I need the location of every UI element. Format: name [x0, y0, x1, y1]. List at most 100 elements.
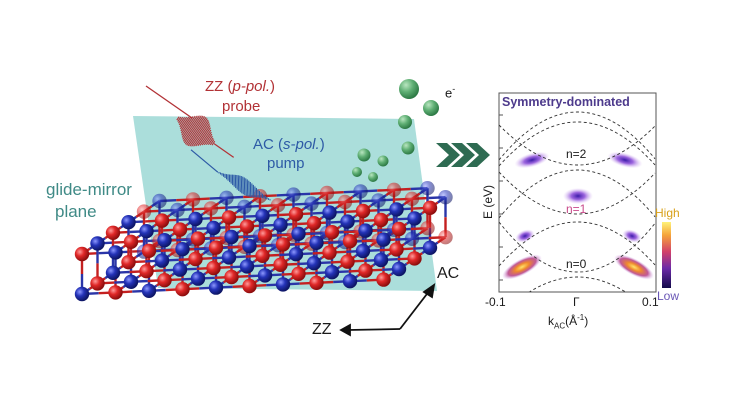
atom-blue [422, 240, 438, 255]
probe-wave-line [181, 115, 196, 136]
intensity-spot [515, 229, 535, 243]
probe-wave-line [184, 116, 206, 145]
intensity-spot [563, 188, 593, 204]
electron-sphere [398, 115, 412, 129]
atom-blue [257, 268, 273, 283]
atom-red [154, 213, 170, 228]
atom-red [273, 257, 288, 272]
electron-sphere [399, 79, 419, 99]
axis-arrows [339, 283, 436, 337]
atom-red [242, 278, 257, 294]
pump-wave-line [240, 176, 243, 194]
probe-wave-line [197, 127, 211, 147]
atom-red [407, 251, 422, 266]
probe-wave-line [203, 133, 213, 146]
pump-label: AC (s-pol.) [253, 136, 325, 153]
atom-blue [157, 233, 172, 248]
atom-blue [255, 208, 270, 223]
probe-wave-line [187, 118, 208, 147]
atom-red [185, 192, 201, 207]
atom-blue [172, 262, 188, 277]
probe-wave-line [179, 116, 188, 128]
probe-wave-line [177, 116, 182, 122]
atom-red [404, 191, 420, 206]
atom-red [355, 203, 371, 219]
probe-beam-tail [213, 143, 235, 158]
probe-wave-line [201, 131, 212, 146]
atom-red [90, 276, 105, 291]
atom-blue [219, 190, 234, 205]
atom-red [270, 198, 286, 213]
pump-wave-line [243, 177, 246, 196]
atom-red [136, 204, 152, 219]
atom-red [139, 264, 154, 279]
probe-wave-line [180, 116, 194, 134]
atom-red [275, 237, 291, 252]
atom-blue [306, 256, 322, 271]
atom-blue [139, 224, 154, 239]
probe-wave-line [178, 116, 186, 126]
x-axis-label: kAC(Å-1) [548, 313, 589, 331]
atom-blue [391, 261, 407, 277]
atom-blue [123, 274, 139, 289]
atom-red [306, 216, 322, 231]
atom-red [438, 230, 453, 245]
probe-wave-line [176, 116, 180, 121]
atom-blue [355, 243, 371, 259]
intensity-spot [622, 229, 642, 243]
probe-wave-line [182, 115, 202, 142]
electron-label: e- [445, 84, 456, 101]
atom-red [188, 251, 203, 267]
atom-red [309, 275, 324, 290]
atom-red [257, 228, 273, 243]
atom-red [221, 210, 237, 225]
atom-blue [237, 199, 252, 214]
probe-wave-line [199, 129, 212, 146]
atom-red [255, 248, 270, 263]
probe-label-line2: probe [222, 98, 261, 115]
electron-sphere [368, 172, 378, 182]
atom-red [342, 234, 358, 249]
probe-wave-line [209, 139, 215, 146]
probe-pulse [176, 115, 235, 158]
atom-blue [275, 277, 291, 292]
atom-blue [170, 202, 185, 218]
atom-blue [188, 211, 203, 227]
atom-red [422, 200, 438, 215]
probe-wave-line [207, 137, 214, 146]
plane-label: glide-mirror [46, 180, 132, 199]
probe-wave-line [211, 140, 216, 146]
atom-red [319, 185, 335, 201]
band-curve [499, 169, 656, 219]
atom-red [391, 221, 407, 237]
photoelectrons [352, 79, 439, 182]
atom-blue [208, 280, 224, 295]
atom-red [376, 272, 391, 287]
atom-red [203, 201, 219, 216]
band-curve [528, 276, 627, 292]
band-plot [498, 92, 671, 293]
electron-sphere [423, 100, 439, 116]
band-label-n2: n=2 [566, 147, 587, 161]
atom-blue [141, 283, 157, 298]
atom-red [324, 225, 340, 240]
atom-blue [221, 250, 237, 265]
colorbar-high-label: High [655, 206, 680, 220]
atom-blue [322, 205, 337, 220]
atom-red [420, 221, 435, 236]
ac-axis-label: AC [437, 265, 460, 282]
atom-red [175, 282, 190, 297]
probe-wave-line [193, 123, 210, 147]
probe-wave-line [178, 116, 184, 124]
probe-label: ZZ (p-pol.) [205, 78, 276, 95]
atom-red [224, 269, 239, 285]
atom-red [157, 273, 172, 288]
probe-wave-line [191, 121, 210, 147]
band-curve [499, 111, 656, 161]
atom-red [74, 246, 90, 262]
x-tick-left: -0.1 [485, 295, 506, 309]
electron-sphere [352, 167, 362, 177]
atom-blue [309, 235, 324, 250]
band-curve [499, 124, 656, 166]
